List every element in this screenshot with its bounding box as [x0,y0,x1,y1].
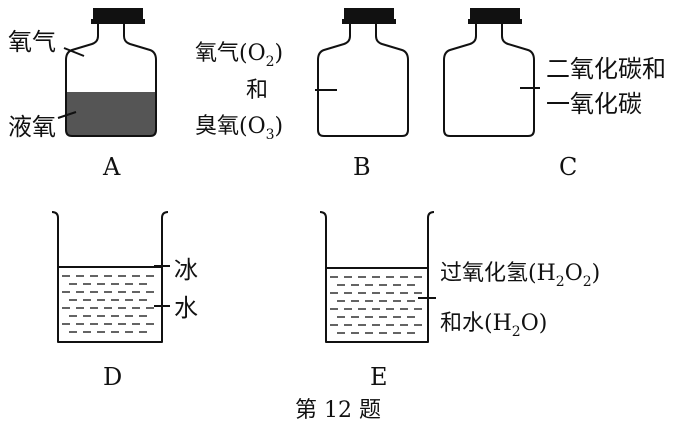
bottle-b-text-line-2: 和 [246,78,268,103]
bottle-c-text-line-1: 二氧化碳和 [546,55,666,83]
bottle-b-cap [344,8,394,21]
bottle-a-liquid-pointer [57,111,77,119]
bottle-a-liquid [66,92,156,136]
bottle-a-outline [65,24,157,137]
beaker-d-label: D [103,363,122,391]
bottle-a-gas-text: 氧气 [8,28,56,56]
bottle-b-cap-band [342,19,396,24]
container-e: 过氧化氢(H2O2) 和水(H2O) E [319,211,600,391]
beaker-d-liquid-dashes [62,275,154,333]
bottle-a-label: A [102,153,121,181]
bottle-c-cap [470,8,520,21]
bottle-c-cap-band [468,19,522,24]
container-b: 氧气(O2) 和 臭氧(O3) B [195,8,409,181]
bottle-c-text-line-2: 一氧化碳 [546,90,642,118]
bottle-a-gas-pointer [63,47,85,57]
bottle-b-text-line-1: 氧气(O2) [195,41,283,70]
bottle-a-cap-band [91,19,145,24]
bottle-b-text-line-3: 臭氧(O3) [195,114,283,143]
beaker-e-liquid-dashes [330,276,422,334]
beaker-d-water-text: 水 [174,294,198,322]
bottle-c-outline [443,24,535,137]
beaker-e-text-line-1: 过氧化氢(H2O2) [440,261,600,290]
beaker-d-ice-text: 冰 [174,256,198,284]
beaker-d-outline [51,211,169,343]
figure-caption: 第 12 题 [295,398,381,423]
bottle-b-label: B [353,153,371,181]
beaker-e-text-line-2: 和水(H2O) [440,311,547,340]
bottle-a-cap [93,8,143,21]
bottle-c-label: C [559,153,577,181]
bottle-b-outline [317,24,409,137]
beaker-e-label: E [370,363,388,391]
bottle-a-liquid-text: 液氧 [8,113,56,141]
container-d: 冰 水 D [51,211,198,391]
beaker-e-outline [319,211,435,343]
container-c: 二氧化碳和 一氧化碳 C [443,8,666,181]
container-a: 氧气 液氧 A [8,8,157,181]
